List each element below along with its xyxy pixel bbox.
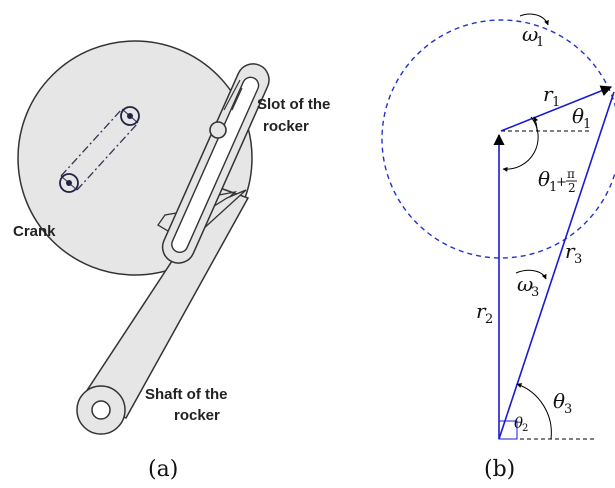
svg-text:2: 2 [568, 181, 576, 195]
svg-text:3: 3 [574, 252, 582, 267]
vector-r3 [498, 91, 615, 440]
label-theta2: θ 2 [514, 414, 528, 434]
rocker-shaft [76, 385, 126, 435]
label-omega1: ω 1 [522, 22, 544, 50]
svg-text:1: 1 [536, 35, 544, 50]
dashed-circle [381, 19, 615, 259]
svg-text:3: 3 [564, 402, 572, 417]
panel-b: ω 1 r 1 θ 1 θ 1 + π 2 r 3 r 2 ω 3 [381, 13, 615, 482]
svg-text:θ: θ [514, 414, 523, 432]
right-angle-mark [498, 420, 518, 440]
label-r3: r 3 [565, 239, 582, 267]
label-theta3: θ 3 [553, 389, 572, 417]
label-theta1: θ 1 [572, 104, 591, 132]
label-theta1-plus-half-pi: θ 1 + π 2 [538, 167, 577, 195]
svg-text:r: r [476, 299, 487, 323]
caption-a: (a) [148, 457, 178, 482]
svg-text:r: r [565, 239, 576, 263]
theta3-arc [516, 383, 552, 440]
label-r1: r 1 [543, 82, 560, 110]
svg-text:1: 1 [552, 95, 560, 110]
svg-text:ω: ω [517, 272, 533, 296]
svg-text:1: 1 [549, 180, 557, 195]
label-shaft-line1: Shaft of the [145, 386, 228, 403]
svg-text:1: 1 [583, 117, 591, 132]
label-omega3: ω 3 [517, 272, 539, 300]
omega1-arc [519, 13, 549, 26]
svg-text:θ: θ [553, 389, 565, 413]
vector-r1 [500, 85, 613, 132]
label-r2: r 2 [476, 299, 493, 327]
svg-text:θ: θ [538, 167, 550, 191]
svg-text:ω: ω [522, 22, 538, 46]
label-slot-line2: rocker [263, 118, 309, 135]
svg-text:3: 3 [531, 285, 539, 300]
svg-text:2: 2 [485, 312, 493, 327]
svg-text:π: π [567, 167, 575, 181]
label-crank: Crank [13, 223, 56, 240]
label-slot-line1: Slot of the [257, 96, 330, 113]
svg-text:r: r [543, 82, 554, 106]
panel-a: Crank Slot of the rocker Shaft of the ro… [13, 40, 330, 482]
svg-text:+: + [556, 175, 567, 190]
svg-text:2: 2 [522, 423, 528, 434]
rocker-arm [78, 63, 270, 419]
caption-b: (b) [484, 457, 515, 482]
theta1-arc [533, 116, 539, 132]
crank-pivot [59, 173, 79, 193]
svg-text:θ: θ [572, 104, 584, 128]
theta1-plus-arc [502, 116, 539, 172]
slider-block [209, 121, 227, 139]
label-shaft-line2: rocker [174, 407, 220, 424]
crank-pin [120, 106, 140, 126]
omega3-arc [515, 269, 547, 280]
